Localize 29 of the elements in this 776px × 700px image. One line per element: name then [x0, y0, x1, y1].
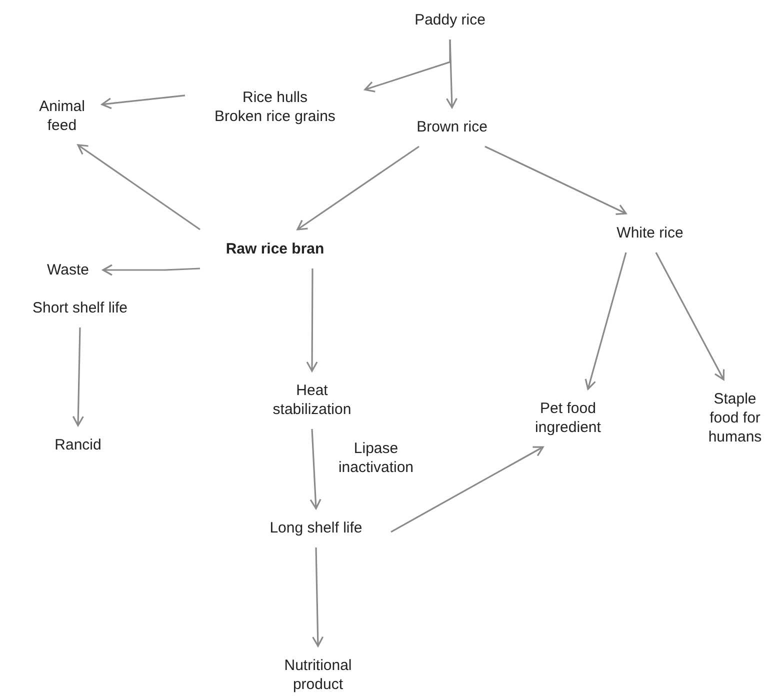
- node-label: Long shelf life: [270, 518, 362, 538]
- node-label: Nutritional product: [283, 656, 353, 694]
- arrow: [101, 94, 186, 110]
- arrow: [72, 327, 84, 426]
- node-label: Brown rice: [416, 118, 488, 136]
- node-label: Waste: [47, 260, 89, 280]
- arrow: [584, 252, 627, 390]
- arrow: [364, 40, 451, 92]
- arrow: [306, 268, 318, 372]
- node-label: Animal feed: [38, 97, 86, 135]
- node-label: Short shelf life: [32, 298, 128, 318]
- arrow: [102, 264, 200, 276]
- node-label: Broken rice grains: [214, 107, 336, 126]
- arrow: [296, 146, 420, 230]
- arrow: [390, 446, 544, 533]
- arrow: [310, 428, 322, 510]
- arrow: [312, 547, 324, 647]
- node-label: Heat stabilization: [272, 381, 352, 419]
- arrow: [655, 252, 725, 380]
- node-label: Rice hulls: [242, 88, 308, 107]
- node-label: Raw rice bran: [226, 240, 324, 258]
- arrow: [446, 39, 458, 108]
- node-label: Rancid: [54, 436, 102, 454]
- node-label: Pet food ingredient: [534, 399, 602, 437]
- node-label: White rice: [616, 224, 684, 242]
- arrow: [484, 146, 627, 215]
- arrow: [77, 144, 200, 230]
- node-label: Staple food for humans: [707, 390, 763, 446]
- node-label: Paddy rice: [414, 10, 486, 30]
